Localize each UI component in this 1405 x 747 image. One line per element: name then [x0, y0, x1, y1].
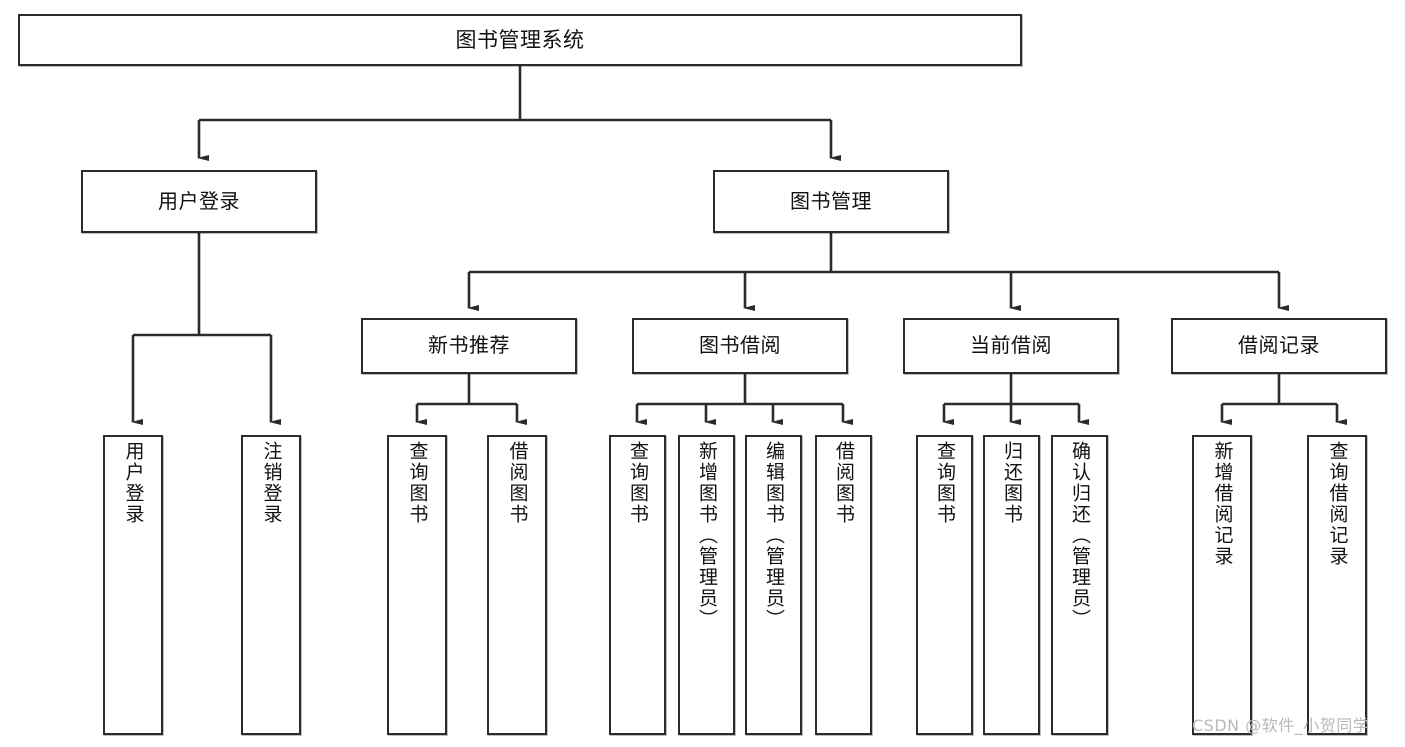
node-label: 借阅记录 — [1238, 333, 1320, 358]
node-user-login[interactable]: 用户登录 — [81, 170, 317, 233]
leaf-query-book-current[interactable]: 查询图书 — [916, 435, 973, 735]
leaf-edit-book[interactable]: 编辑图书（管理员） — [745, 435, 802, 735]
leaf-borrow-book-recommend[interactable]: 借阅图书 — [487, 435, 547, 735]
node-label: 查询图书 — [406, 441, 429, 525]
node-label: 查询图书 — [934, 441, 956, 525]
leaf-add-borrow-record[interactable]: 新增借阅记录 — [1192, 435, 1252, 735]
node-book-borrow[interactable]: 图书借阅 — [632, 318, 848, 374]
node-label: 图书管理系统 — [455, 27, 585, 52]
node-label: 当前借阅 — [970, 333, 1052, 358]
node-root-system[interactable]: 图书管理系统 — [18, 14, 1022, 66]
leaf-query-book-borrow[interactable]: 查询图书 — [609, 435, 666, 735]
leaf-borrow-book[interactable]: 借阅图书 — [815, 435, 872, 735]
node-label: 图书管理 — [790, 188, 872, 213]
leaf-query-book-recommend[interactable]: 查询图书 — [387, 435, 447, 735]
node-label: 新增图书（管理员） — [696, 441, 718, 630]
node-label: 归还图书 — [1001, 441, 1023, 525]
node-label: 确认归还（管理员） — [1069, 441, 1091, 630]
node-label: 用户登录 — [158, 188, 240, 213]
node-label: 查询图书 — [627, 441, 649, 525]
leaf-query-borrow-record[interactable]: 查询借阅记录 — [1307, 435, 1367, 735]
node-borrow-record[interactable]: 借阅记录 — [1171, 318, 1387, 374]
node-current-borrow[interactable]: 当前借阅 — [903, 318, 1119, 374]
node-label: 图书借阅 — [699, 333, 781, 358]
leaf-return-book[interactable]: 归还图书 — [983, 435, 1040, 735]
node-label: 注销登录 — [260, 441, 283, 525]
node-new-book-recommend[interactable]: 新书推荐 — [361, 318, 577, 374]
node-label: 借阅图书 — [506, 441, 529, 525]
leaf-add-book[interactable]: 新增图书（管理员） — [678, 435, 735, 735]
node-book-management[interactable]: 图书管理 — [713, 170, 949, 233]
node-label: 编辑图书（管理员） — [763, 441, 785, 630]
node-label: 新增借阅记录 — [1211, 441, 1234, 567]
node-label: 用户登录 — [122, 441, 145, 525]
leaf-confirm-return[interactable]: 确认归还（管理员） — [1051, 435, 1108, 735]
csdn-watermark: CSDN @软件_小贺同学 — [1192, 716, 1370, 735]
node-label: 新书推荐 — [428, 333, 510, 358]
leaf-user-login[interactable]: 用户登录 — [103, 435, 163, 735]
node-label: 查询借阅记录 — [1326, 441, 1349, 567]
leaf-logout[interactable]: 注销登录 — [241, 435, 301, 735]
node-label: 借阅图书 — [833, 441, 855, 525]
